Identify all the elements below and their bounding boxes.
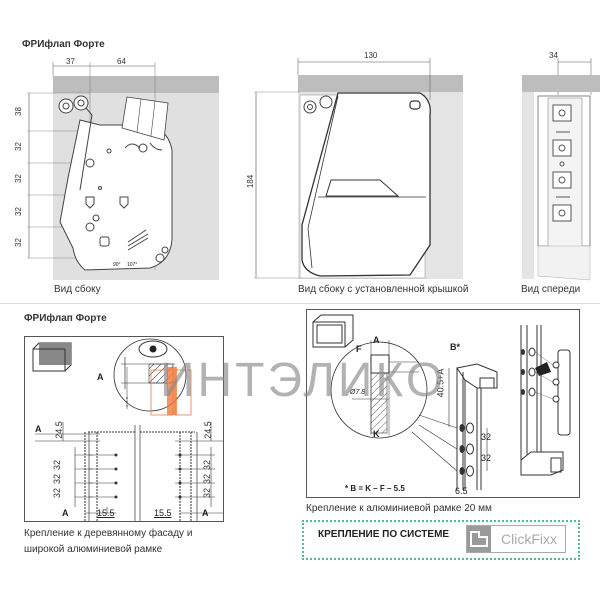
dim-32-left-2: 32 (52, 473, 63, 485)
dim-32-right-3: 32 (202, 487, 213, 499)
dim-64: 64 (117, 57, 126, 66)
diameter-label: Ø7.8 (350, 389, 366, 396)
clickfixx-logo: ClickFixx (466, 525, 566, 553)
dim-15-5-left: 15.5 (97, 508, 115, 518)
dim-6-5: 6.5 (455, 486, 468, 496)
label-a-bottom-left: A (62, 508, 69, 518)
section-title-bottom: ФРИфлап Форте (24, 313, 107, 324)
dim-34: 34 (549, 51, 558, 60)
watermark: ИНТЭЛИКО (160, 354, 447, 407)
caption-side-view-cover: Вид сбоку с установленной крышкой (298, 284, 469, 295)
dim-130: 130 (364, 51, 378, 60)
clickfixx-system-box: КРЕПЛЕНИЕ ПО СИСТЕМЕ ClickFixx (302, 520, 580, 560)
label-a-zoom: A (97, 372, 104, 382)
dim-184: 184 (246, 174, 256, 189)
caption-wood-line2: широкой алюминиевой рамке (24, 544, 163, 555)
system-label: КРЕПЛЕНИЕ ПО СИСТЕМЕ (318, 529, 450, 540)
dim-15-5-right: 15.5 (154, 508, 172, 518)
dim-32-b: 32 (13, 174, 23, 183)
dim-32-left-3: 32 (52, 487, 63, 499)
dim-32-c: 32 (13, 207, 23, 216)
dim-32-alu-1: 32 (481, 432, 492, 442)
label-a-bottom-right: A (202, 508, 209, 518)
side-view-drawing (0, 0, 220, 300)
label-a-alu: A (373, 335, 380, 345)
caption-side-view: Вид сбоку (54, 284, 101, 295)
dim-24-5-right: 24.5 (202, 421, 213, 439)
angle-90: 90° (113, 262, 121, 268)
label-f: F (356, 344, 362, 354)
side-view-cover-drawing (240, 40, 480, 290)
caption-alu-frame: Крепление к алюминиевой рамке 20 мм (306, 503, 492, 514)
dim-32-a: 32 (13, 142, 23, 151)
dim-37: 37 (66, 57, 75, 66)
dim-32-d: 32 (13, 238, 23, 247)
clickfixx-brand: ClickFixx (501, 531, 557, 547)
dim-32-right-1: 32 (202, 459, 213, 471)
dim-24-5-left: 24.5 (53, 421, 64, 439)
section-divider (0, 303, 600, 304)
alu-frame-panel (306, 309, 580, 498)
dim-38: 38 (13, 107, 23, 116)
label-a-top: A (35, 424, 42, 434)
front-view-drawing (520, 40, 600, 290)
wood-facade-panel (24, 336, 224, 522)
dim-32-right-2: 32 (202, 473, 213, 485)
caption-front-view: Вид спереди (521, 284, 581, 295)
caption-wood-line1: Крепление к деревянному фасаду и (24, 528, 193, 539)
label-k: K (373, 429, 380, 439)
label-b-star: B* (450, 342, 461, 352)
dim-32-alu-2: 32 (481, 453, 492, 463)
clickfixx-icon (467, 526, 491, 552)
formula-b: * B = K – F – 5.5 (345, 484, 405, 493)
dim-32-left-1: 32 (52, 459, 63, 471)
angle-107: 107° (127, 262, 138, 268)
section-title-top: ФРИфлап Форте (22, 39, 105, 50)
